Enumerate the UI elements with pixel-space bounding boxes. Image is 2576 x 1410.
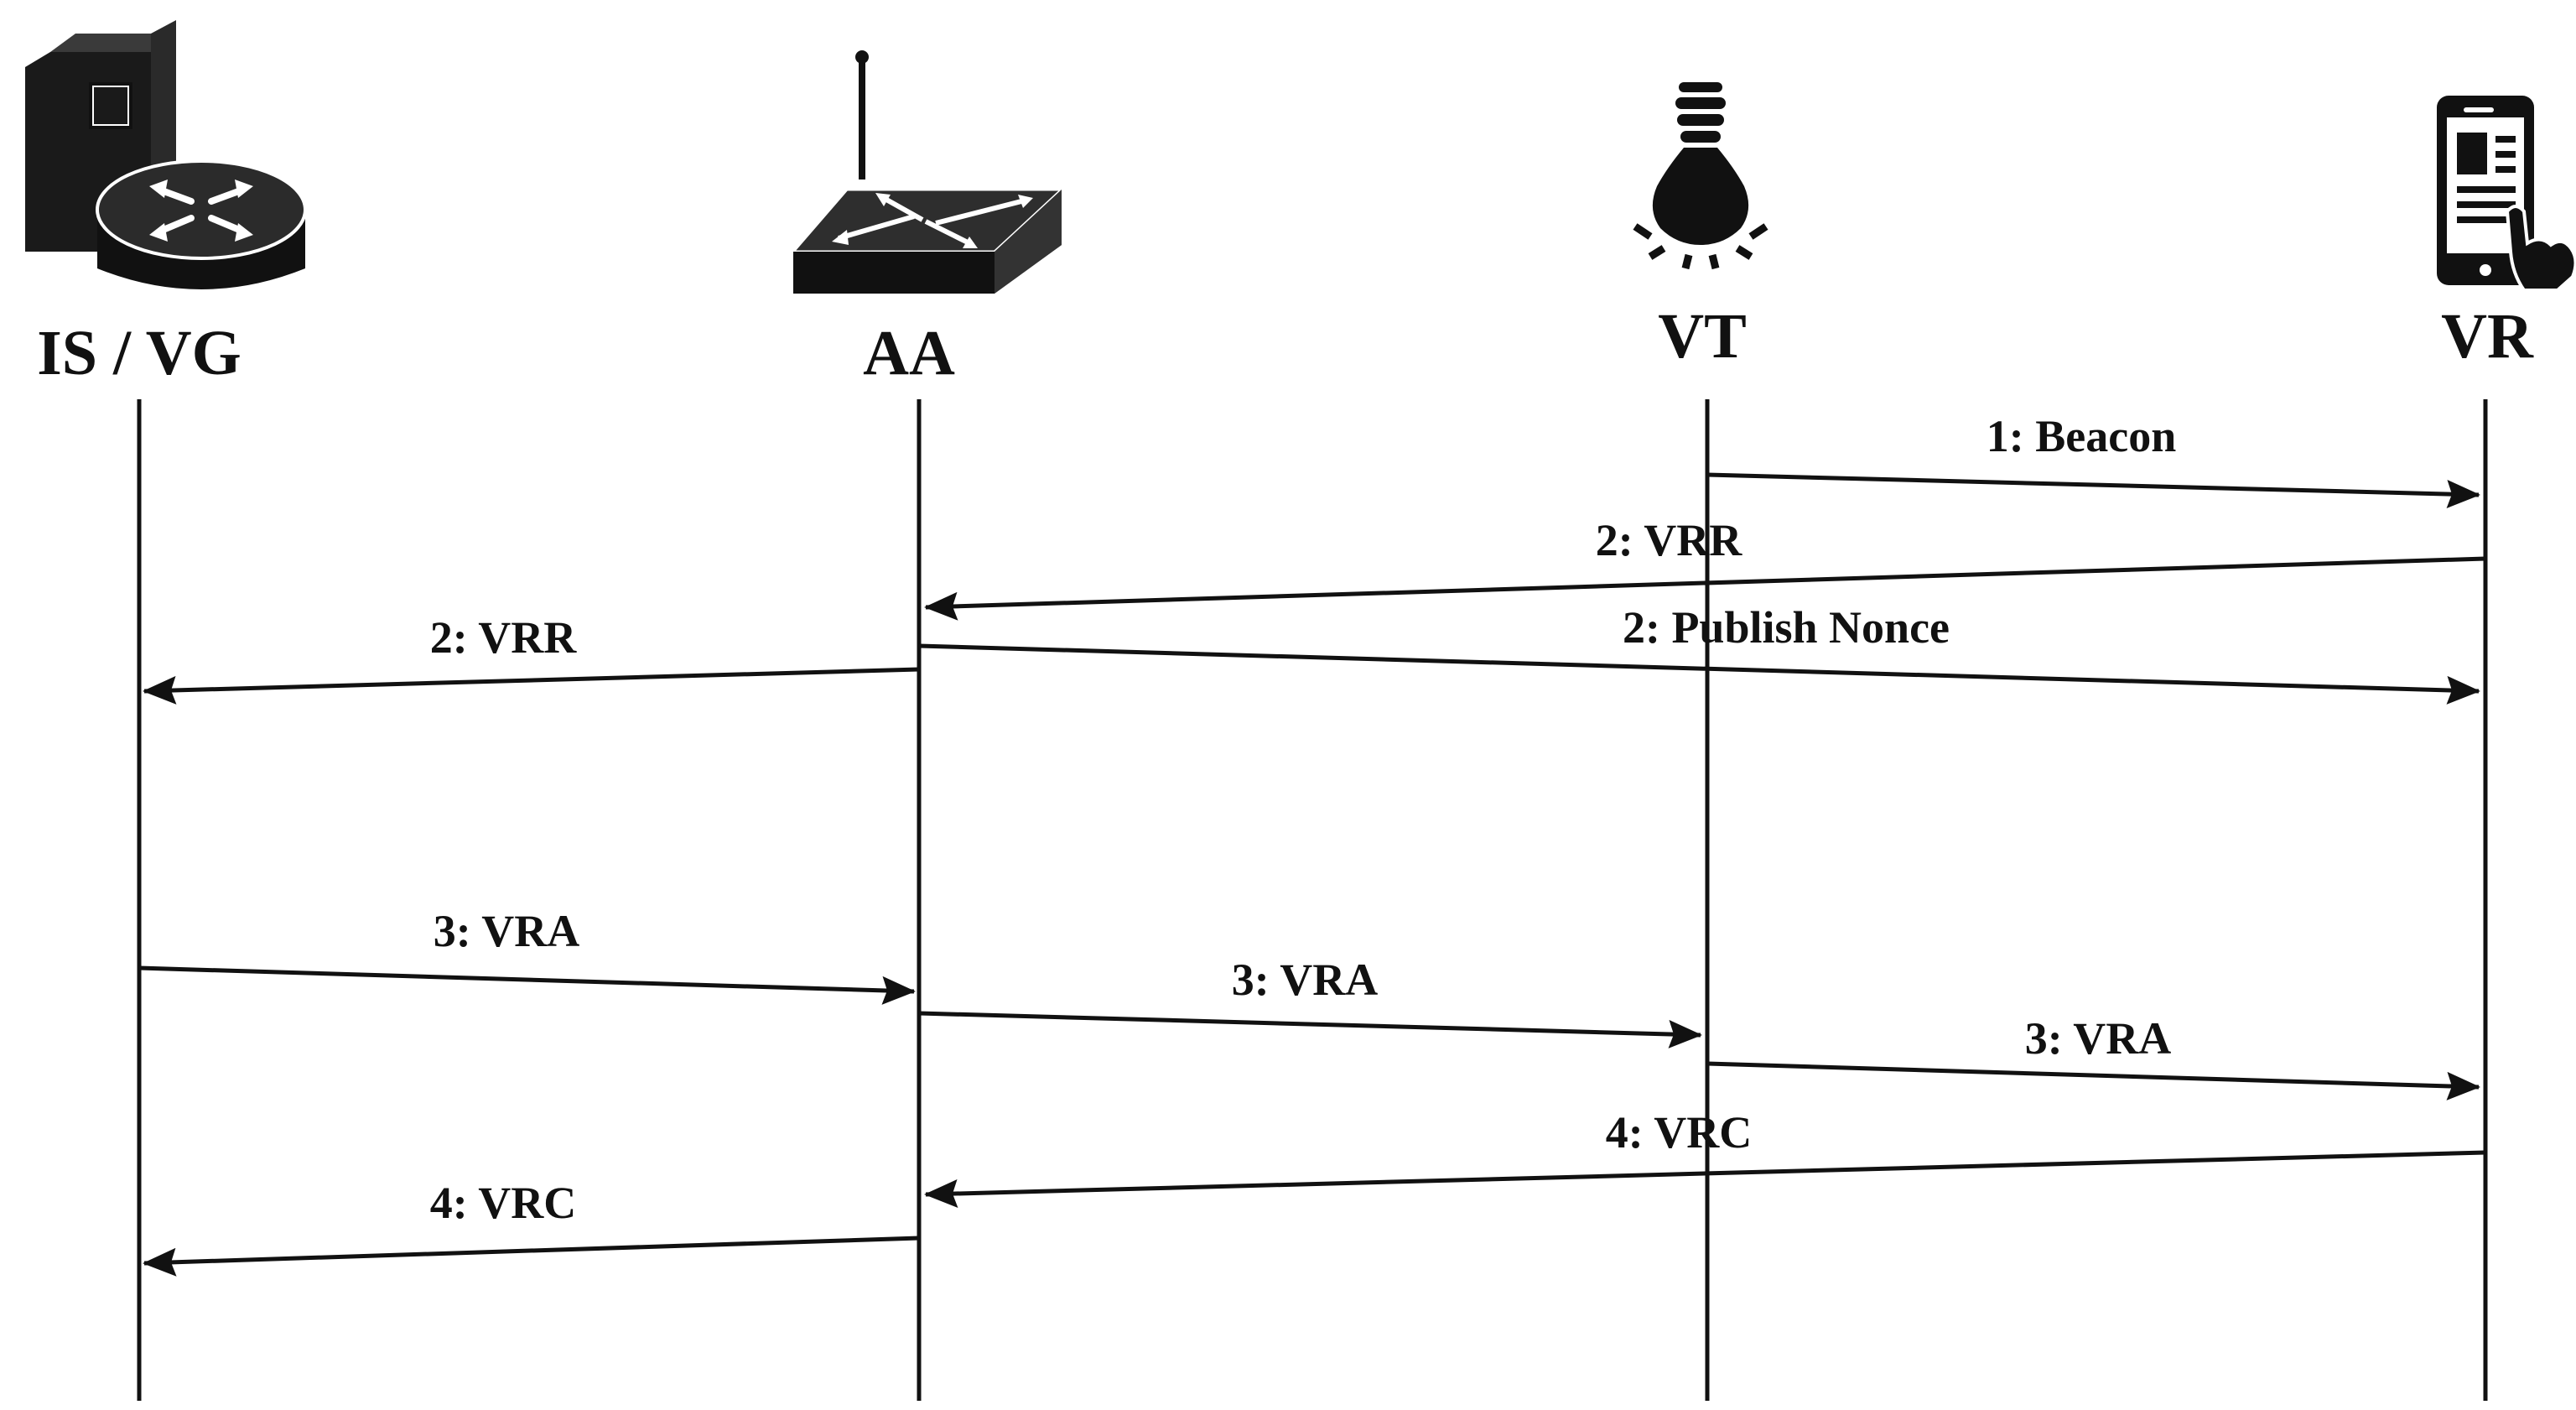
message-label: 1: Beacon: [1987, 411, 2176, 461]
message-label: 2: Publish Nonce: [1623, 602, 1950, 653]
message-3-vra-aa-to-vt: 3: VRA: [918, 955, 1702, 1048]
light-bulb-icon: [1633, 82, 1768, 270]
actor-label-vt: VT: [1658, 301, 1747, 372]
message-label: 3: VRA: [2025, 1013, 2172, 1064]
message-label: 4: VRC: [1606, 1107, 1753, 1158]
message-label: 2: VRR: [430, 612, 578, 663]
message-label: 4: VRC: [430, 1178, 577, 1228]
actor-label-vr: VR: [2441, 301, 2534, 372]
message-3-vra-vt-to-vr: 3: VRA: [1706, 1013, 2480, 1100]
message-1-beacon: 1: Beacon: [1706, 411, 2480, 509]
message-2-vrr-vr-to-aa: 2: VRR: [924, 515, 2486, 621]
message-2-vrr-aa-to-is-vg: 2: VRR: [143, 612, 920, 705]
message-2-publish-nonce: 2: Publish Nonce: [918, 602, 2480, 705]
actor-label-aa: AA: [863, 318, 955, 388]
message-4-vrc-vr-to-aa: 4: VRC: [924, 1107, 2486, 1208]
message-label: 3: VRA: [434, 906, 580, 956]
message-label: 3: VRA: [1232, 955, 1379, 1005]
message-3-vra-is-vg-to-aa: 3: VRA: [138, 906, 916, 1005]
actor-label-is-vg: IS / VG: [37, 318, 242, 388]
smartphone-touch-icon: [2437, 96, 2576, 292]
server-router-icon: [25, 20, 307, 289]
message-4-vrc-aa-to-is-vg: 4: VRC: [143, 1178, 920, 1277]
wireless-access-point-icon: [790, 50, 1065, 294]
message-label: 2: VRR: [1596, 515, 1743, 565]
